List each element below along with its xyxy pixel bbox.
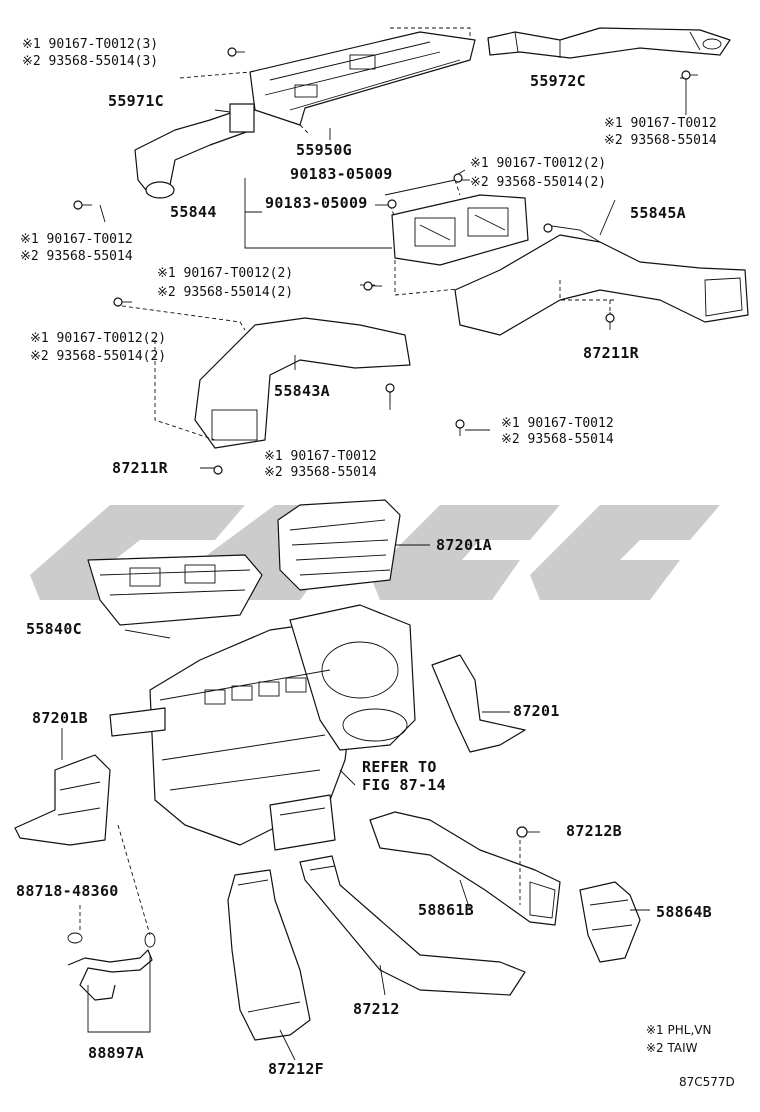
label-55844: 55844: [170, 203, 217, 221]
note-m2-1: ※1 90167-T0012(2): [157, 266, 294, 281]
note-tr-2: ※2 93568-55014: [604, 133, 717, 148]
part-55845A: [454, 224, 749, 336]
note-m1-1: ※1 90167-T0012(2): [470, 156, 607, 171]
part-58864B: [579, 881, 641, 963]
label-90183-b: 90183-05009: [265, 194, 368, 212]
part-55971C: [134, 103, 255, 199]
label-55845A: 55845A: [630, 204, 686, 222]
label-87212B: 87212B: [566, 822, 622, 840]
label-55843A: 55843A: [274, 382, 330, 400]
part-87212F: [227, 869, 311, 1041]
part-55843A: [114, 304, 411, 449]
note-b1-2: ※2 93568-55014: [264, 465, 377, 480]
note-m2-2: ※2 93568-55014(2): [157, 285, 294, 300]
note-tl-2: ※2 93568-55014(3): [22, 54, 159, 69]
note-b1-1: ※1 90167-T0012: [264, 449, 377, 464]
part-87212: [299, 855, 526, 996]
part-55844: [244, 178, 529, 296]
part-87201A: [277, 499, 401, 591]
label-87201: 87201: [513, 702, 560, 720]
note-l2-2: ※2 93568-55014(2): [30, 349, 167, 364]
label-87212: 87212: [353, 1000, 400, 1018]
label-88897A: 88897A: [88, 1044, 144, 1062]
legend-line1: ※1 PHL,VN: [646, 1023, 712, 1037]
label-87212F: 87212F: [268, 1060, 324, 1078]
label-55950G: 55950G: [296, 141, 352, 159]
fasteners: [73, 47, 698, 838]
note-r1-1: ※1 90167-T0012: [501, 416, 614, 431]
label-refer-line1: REFER TO: [362, 758, 437, 776]
note-tl-1: ※1 90167-T0012(3): [22, 37, 159, 52]
note-m1-2: ※2 93568-55014(2): [470, 175, 607, 190]
part-55840C: [87, 554, 263, 626]
note-l1-2: ※2 93568-55014: [20, 249, 133, 264]
label-87211R-right: 87211R: [583, 344, 639, 362]
note-l2-1: ※1 90167-T0012(2): [30, 331, 167, 346]
part-55972C: [487, 27, 731, 59]
label-90183-a: 90183-05009: [290, 165, 393, 183]
part-87201: [431, 654, 526, 753]
part-heater-unit: [109, 604, 416, 851]
legend-line2: ※2 TAIW: [646, 1041, 698, 1055]
note-l1-1: ※1 90167-T0012: [20, 232, 133, 247]
label-87201A: 87201A: [436, 536, 492, 554]
part-55950G: [179, 27, 476, 136]
label-55972C: 55972C: [530, 72, 586, 90]
part-88897A-hose: [67, 824, 156, 1033]
note-tr-1: ※1 90167-T0012: [604, 116, 717, 131]
label-88718-48360: 88718-48360: [16, 882, 119, 900]
part-87201B: [14, 754, 111, 846]
label-58861B: 58861B: [418, 901, 474, 919]
figure-code: 87C577D: [679, 1075, 735, 1089]
leader-lines: [61, 40, 687, 1061]
label-55840C: 55840C: [26, 620, 82, 638]
label-58864B: 58864B: [656, 903, 712, 921]
label-87211R-left: 87211R: [112, 459, 168, 477]
label-55971C: 55971C: [108, 92, 164, 110]
label-refer-line2: FIG 87-14: [362, 776, 446, 794]
label-87201B: 87201B: [32, 709, 88, 727]
part-58861B: [369, 811, 561, 926]
note-r1-2: ※2 93568-55014: [501, 432, 614, 447]
